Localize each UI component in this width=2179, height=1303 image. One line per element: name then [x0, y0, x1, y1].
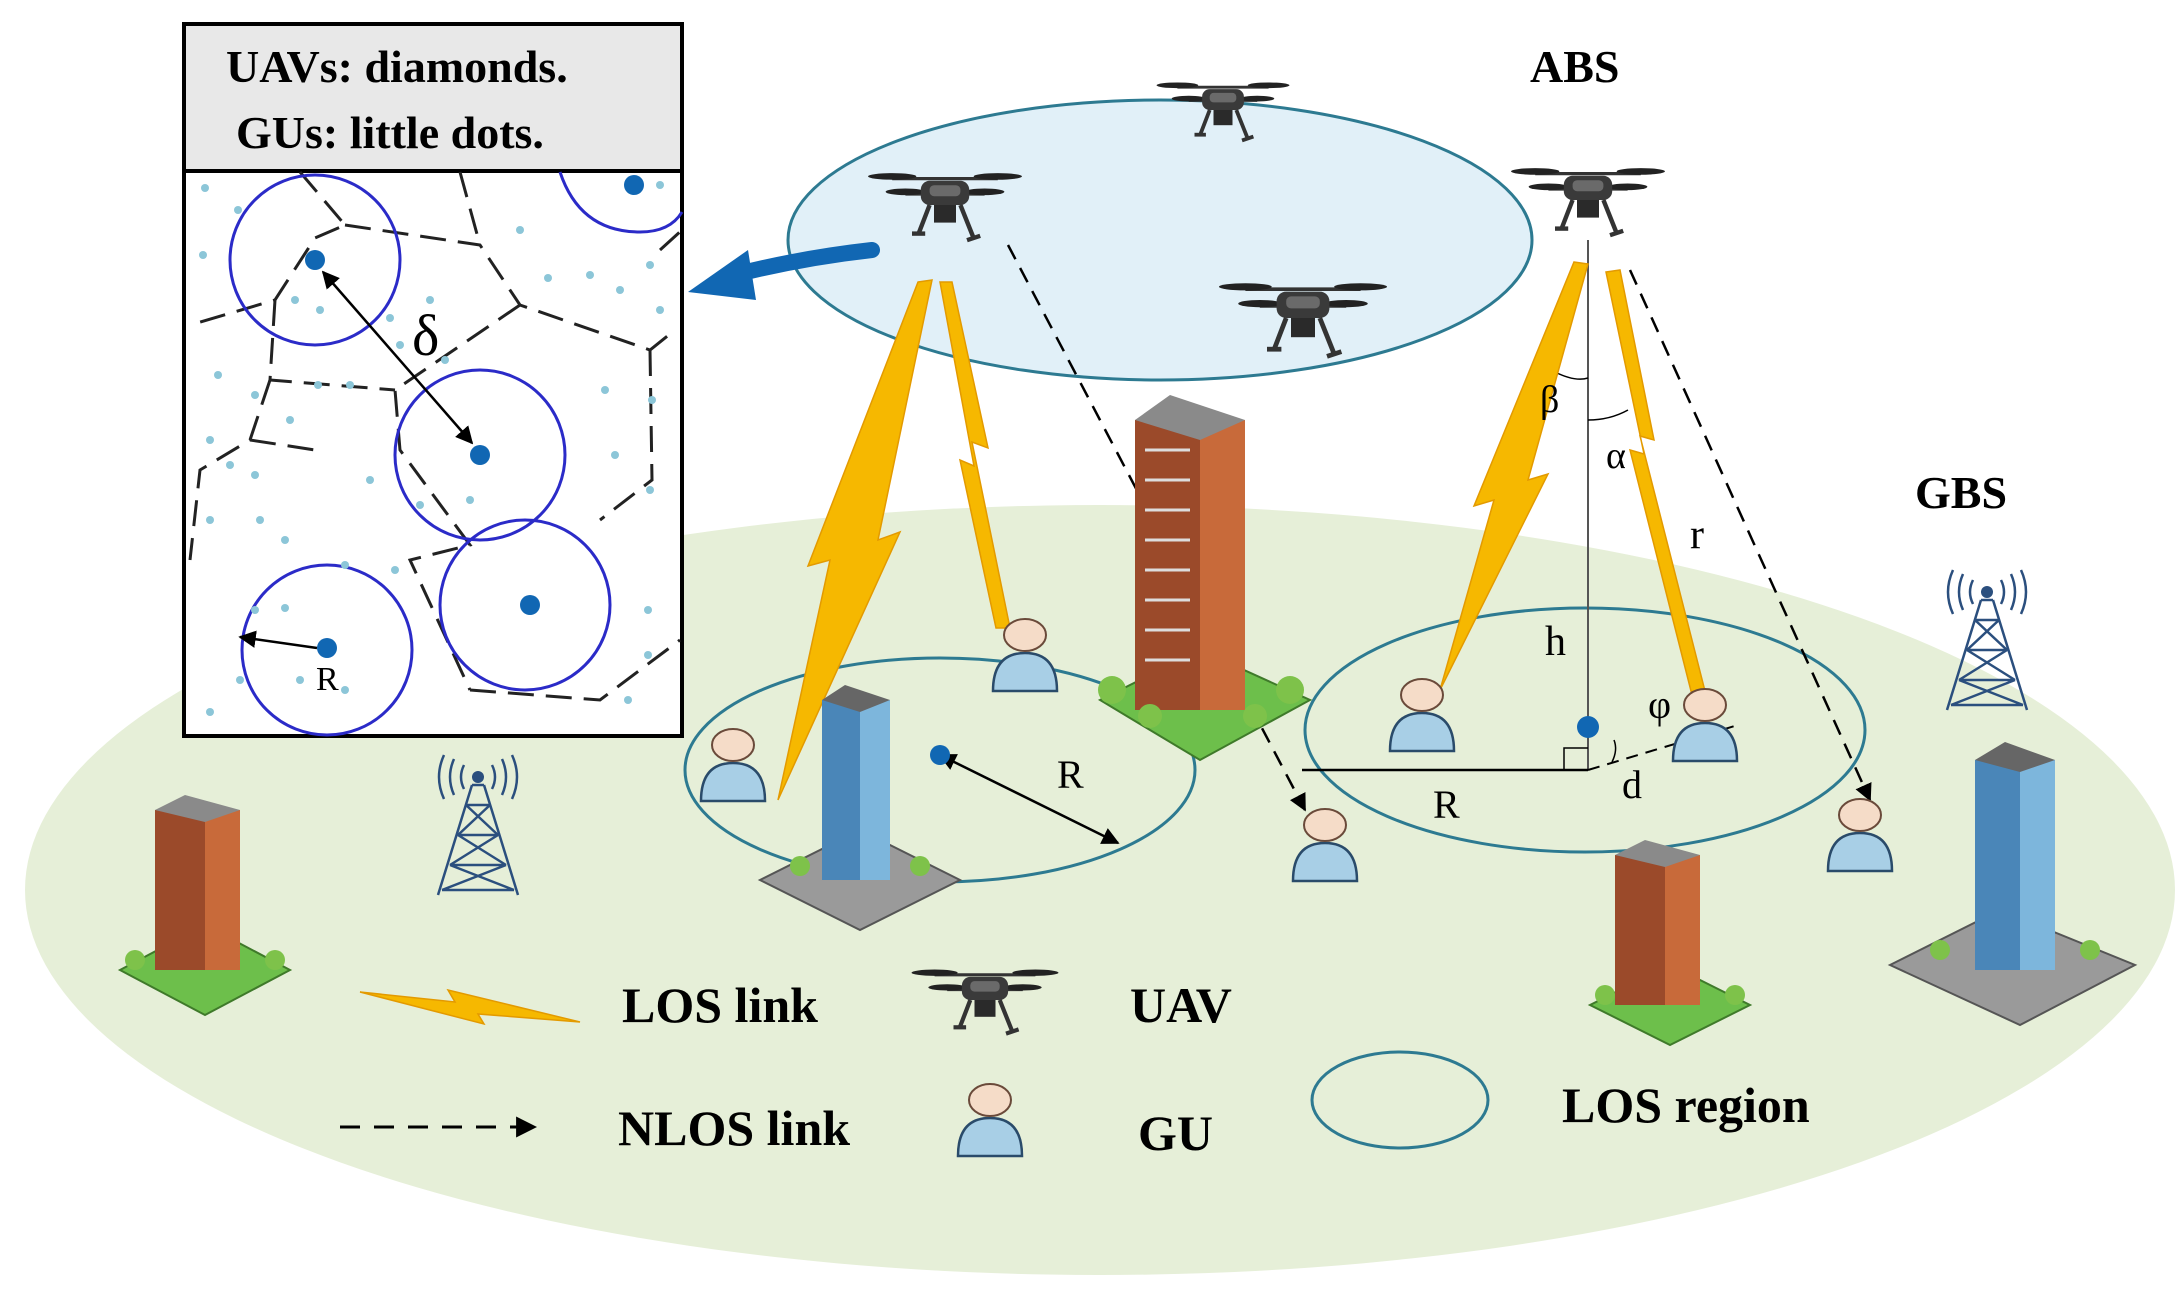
inset-panel: UAVs: diamonds. GUs: little dots. [182, 22, 684, 738]
r-label: r [1690, 512, 1704, 558]
brick-building-far-left [117, 795, 293, 1017]
phi-label: φ [1648, 682, 1671, 727]
legend: LOS link NLOS link UAV GU LOS region [340, 970, 1810, 1161]
legend-nlos-link: NLOS link [618, 1100, 850, 1156]
los-link-legend-icon [359, 988, 581, 1026]
phi-arc [1611, 739, 1617, 763]
abs-disc [786, 98, 1534, 382]
inset-radius-label: R [316, 661, 339, 698]
gbs-label: GBS [1915, 467, 2007, 518]
los-region-legend-icon [1310, 1050, 1490, 1150]
uav-projection-dot [1577, 716, 1599, 738]
beta-arc [1554, 371, 1589, 380]
d-label: d [1622, 762, 1642, 807]
h-label: h [1545, 619, 1566, 665]
nlos-link [1628, 269, 1872, 802]
los-link-bolt [1439, 261, 1589, 691]
abs-label: ABS [1530, 41, 1619, 92]
uav-projection-dot [930, 745, 950, 765]
los-link-bolt [777, 279, 933, 801]
radius-arrow-left [938, 753, 1120, 845]
legend-los-region: LOS region [1562, 1077, 1810, 1133]
legend-gu: GU [1138, 1105, 1213, 1161]
inset-line1: UAVs: diamonds. [226, 41, 568, 92]
legend-uav: UAV [1130, 977, 1232, 1033]
glass-building-left [757, 685, 963, 932]
uav-drone-icon [1511, 168, 1665, 235]
inset-delta-label: δ [412, 303, 439, 368]
zoom-arrowhead [688, 250, 756, 300]
right-angle-mark [1563, 747, 1588, 770]
legend-los-link: LOS link [622, 977, 818, 1033]
R-label-right: R [1433, 782, 1460, 827]
alpha-arc [1587, 409, 1629, 421]
R-label-left: R [1057, 752, 1084, 797]
glass-building-right [1887, 742, 2138, 1027]
brick-building-right [1587, 840, 1753, 1047]
beta-label: β [1540, 379, 1559, 421]
inset-line2: GUs: little dots. [236, 107, 544, 158]
alpha-label: α [1606, 435, 1626, 477]
los-region-right [1303, 606, 1867, 854]
tall-building-center [1097, 395, 1313, 762]
